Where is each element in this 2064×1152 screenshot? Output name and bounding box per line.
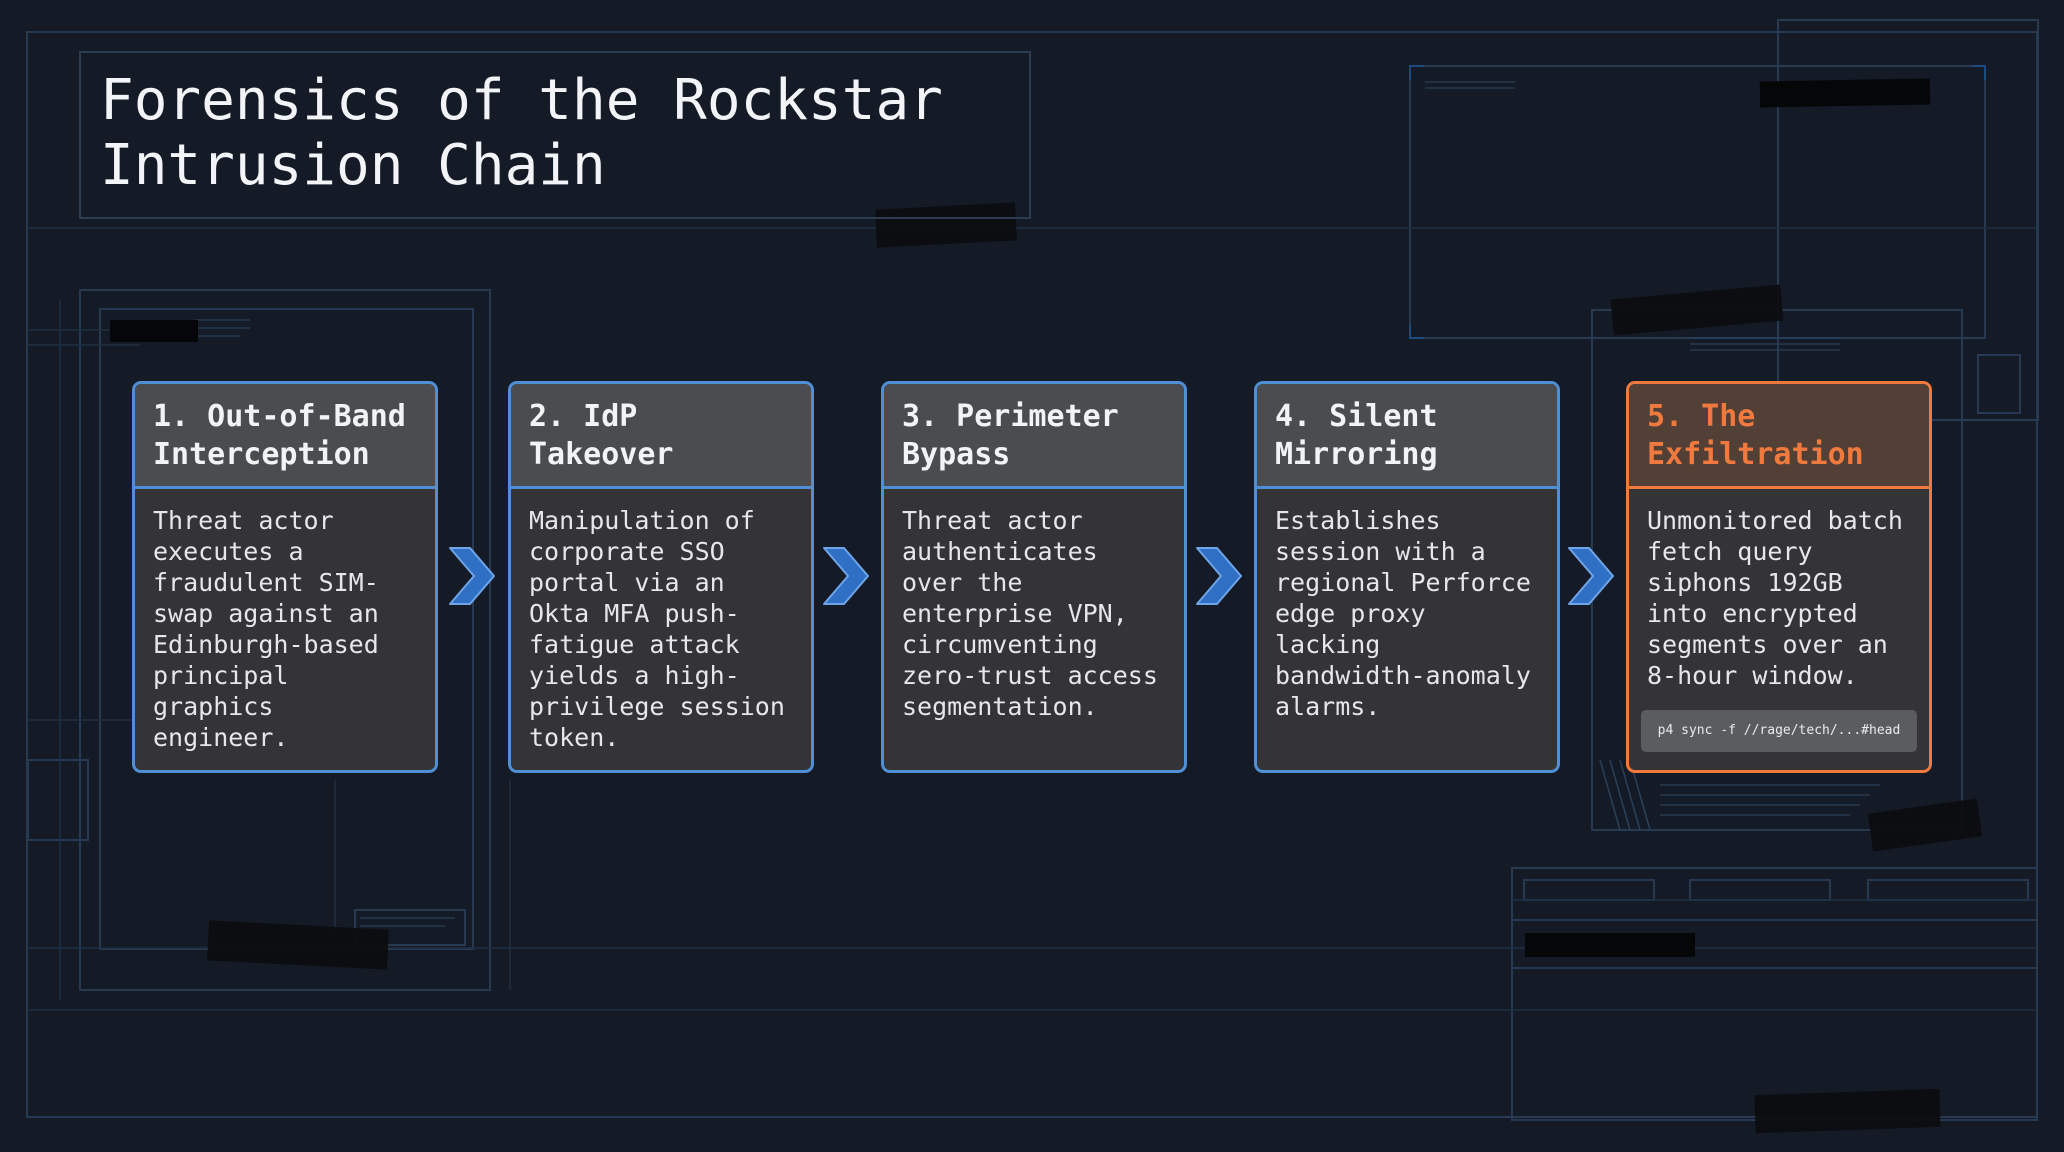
stage-card-header: 4. Silent Mirroring (1257, 384, 1557, 489)
tape-strip (1754, 1088, 1941, 1134)
stage-card-1: 1. Out-of-Band Interception Threat actor… (132, 381, 438, 773)
title-frame (79, 51, 1031, 219)
stage-card-2: 2. IdP Takeover Manipulation of corporat… (508, 381, 814, 773)
stage-description: Unmonitored batch fetch query siphons 19… (1647, 506, 1903, 690)
stage-title: 2. IdP Takeover (529, 399, 674, 472)
redaction-bar (1525, 933, 1695, 957)
stage-card-header: 2. IdP Takeover (511, 384, 811, 489)
chevron-right-icon (1568, 547, 1614, 605)
chevron-right-icon (823, 547, 869, 605)
stage-title: 5. The Exfiltration (1647, 399, 1864, 472)
chevron-right-icon (449, 547, 495, 605)
stage-description: Establishes session with a regional Perf… (1275, 506, 1531, 721)
stage-card-3: 3. Perimeter Bypass Threat actor authent… (881, 381, 1187, 773)
redaction-bar (110, 320, 198, 342)
stage-title: 3. Perimeter Bypass (902, 399, 1119, 472)
stage-card-4: 4. Silent Mirroring Establishes session … (1254, 381, 1560, 773)
chevron-right-icon (1196, 547, 1242, 605)
stage-description: Manipulation of corporate SSO portal via… (529, 506, 785, 752)
stage-card-header: 1. Out-of-Band Interception (135, 384, 435, 489)
redaction-bar (1759, 78, 1931, 108)
stage-card-5: 5. The Exfiltration Unmonitored batch fe… (1626, 381, 1932, 773)
stage-title: 1. Out-of-Band Interception (153, 399, 406, 472)
page-title: Forensics of the Rockstar Intrusion Chai… (100, 68, 943, 198)
stage-card-header: 5. The Exfiltration (1629, 384, 1929, 489)
stage-description: Threat actor executes a fraudulent SIM-s… (153, 506, 379, 752)
command-snippet: p4 sync -f //rage/tech/...#head (1641, 710, 1917, 752)
stage-description: Threat actor authenticates over the ente… (902, 506, 1158, 721)
stage-title: 4. Silent Mirroring (1275, 399, 1438, 472)
stage-card-header: 3. Perimeter Bypass (884, 384, 1184, 489)
